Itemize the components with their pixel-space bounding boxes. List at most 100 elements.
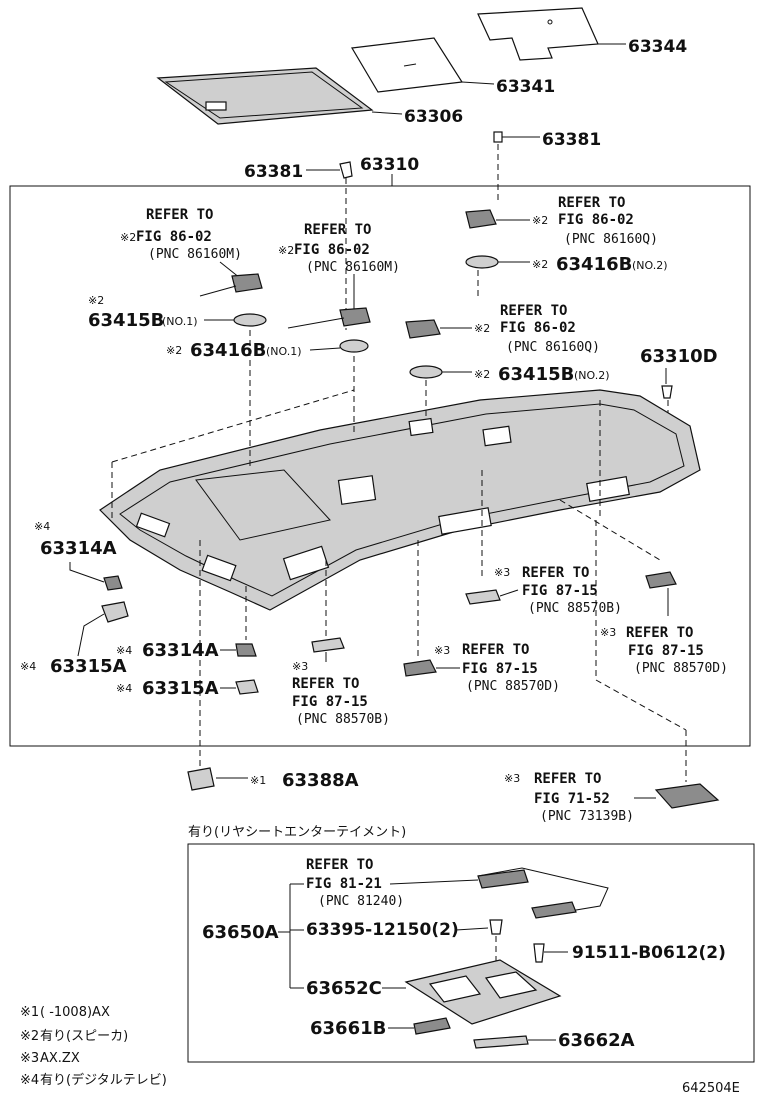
ref-g-mark: ※3 (434, 644, 450, 657)
ref-a-mark: ※2 (120, 231, 136, 244)
rse-heading: 有り(リヤシートエンターテイメント) (188, 825, 406, 840)
ref-b-line1: REFER TO (304, 222, 371, 238)
lamp-unit-e (465, 589, 501, 605)
ref-h-fig: FIG 87-15 (292, 694, 368, 710)
hook-63315a-mid (235, 679, 259, 695)
ref-d-line1: REFER TO (500, 303, 567, 319)
p63415b-no2-pn: 63415B (498, 364, 574, 385)
speaker-unit-b (339, 307, 371, 327)
label-63395: 63395-12150(2) (306, 920, 459, 940)
screw-91511 (533, 943, 545, 963)
p63415b-no2-mark: ※2 (474, 368, 490, 381)
ref-f-pnc: (PNC 88570D) (634, 661, 728, 676)
p63315a-left-pn: 63315A (50, 656, 127, 677)
hook-cover-63314a-mid (235, 643, 257, 657)
ref-h-line1: REFER TO (292, 676, 359, 692)
lamp-unit-f (645, 571, 677, 589)
tray-63652c (404, 959, 562, 1025)
note-4-mark: ※4 (20, 1073, 39, 1088)
rse-frame (187, 843, 755, 1063)
ref-e-pnc: (PNC 88570B) (528, 601, 622, 616)
speaker-grille-63416b-no1 (339, 339, 369, 353)
ref-f-line1: REFER TO (626, 625, 693, 641)
p63416b-no1-qual: (NO.1) (266, 345, 302, 358)
part-63306-shape (156, 67, 374, 125)
label-63662a: 63662A (558, 1030, 635, 1051)
p63388a-mark: ※1 (250, 774, 266, 787)
part-63344-shape (477, 7, 599, 61)
ref-f-fig: FIG 87-15 (628, 643, 704, 659)
ref-a-pnc: (PNC 86160M) (148, 247, 242, 262)
ref-a-line1: REFER TO (146, 207, 213, 223)
p63388a-pn: 63388A (282, 770, 359, 791)
p63315a-left-mark: ※4 (20, 660, 36, 673)
note-1-text: ( -1008)AX (40, 1005, 110, 1020)
note-1-mark: ※1 (20, 1005, 39, 1020)
lamp-unit-g (403, 659, 437, 677)
p63416b-no2-mark: ※2 (532, 258, 548, 271)
ref-i-pnc: (PNC 73139B) (540, 809, 634, 824)
speaker-unit-a (231, 273, 263, 293)
p63415b-no1-pn: 63415B (88, 310, 164, 331)
ref-i-fig: FIG 71-52 (534, 791, 610, 807)
p63314a-left-mark: ※4 (34, 520, 50, 533)
p63415b-no2-qual: (NO.2) (574, 369, 610, 382)
label-63652c: 63652C (306, 978, 382, 999)
p63315a-mid-mark: ※4 (116, 682, 132, 695)
label-91511: 91511-B0612(2) (572, 943, 726, 963)
bolt-63395 (489, 919, 503, 935)
lens-63662a (473, 1035, 529, 1049)
ref-g-line1: REFER TO (462, 642, 529, 658)
p63415b-no1-mark: ※2 (88, 294, 104, 307)
rse-ref-pnc: (PNC 81240) (318, 894, 404, 909)
note-4-text: 有り(デジタルテレビ) (40, 1072, 167, 1088)
ref-d-mark: ※2 (474, 322, 490, 335)
note-2-mark: ※2 (20, 1029, 39, 1044)
ref-c-mark: ※2 (532, 214, 548, 227)
rse-ref-fig: FIG 81-21 (306, 876, 382, 892)
note-3-mark: ※3 (20, 1051, 39, 1066)
label-63650a: 63650A (202, 922, 279, 943)
speaker-grille-63415b-no1 (233, 313, 267, 327)
p63416b-no1-pn: 63416B (190, 340, 266, 361)
rse-connector (477, 869, 529, 889)
diagram-code: 642504E (682, 1081, 740, 1096)
ref-b-mark: ※2 (278, 244, 294, 257)
ref-e-fig: FIG 87-15 (522, 583, 598, 599)
speaker-grille-63416b-no2 (465, 255, 499, 269)
lens-63661b (413, 1017, 451, 1035)
rse-bracket-wire (477, 867, 609, 917)
ref-b-pnc: (PNC 86160M) (306, 260, 400, 275)
ref-h-pnc: (PNC 88570B) (296, 712, 390, 727)
ref-d-pnc: (PNC 86160Q) (506, 340, 600, 355)
headliner-63310-shape (99, 389, 701, 611)
label-63341: 63341 (496, 77, 555, 97)
p63314a-mid-mark: ※4 (116, 644, 132, 657)
speaker-grille-63415b-no2 (409, 365, 443, 379)
monitor-unit-i (654, 783, 720, 809)
ref-c-pnc: (PNC 86160Q) (564, 232, 658, 247)
note-3-text: AX.ZX (40, 1051, 80, 1066)
rse-ref-line1: REFER TO (306, 857, 373, 873)
p63314a-left-pn: 63314A (40, 538, 117, 559)
speaker-unit-c (465, 209, 497, 229)
ref-e-mark: ※3 (494, 566, 510, 579)
ref-f-mark: ※3 (600, 626, 616, 639)
note-2-text: 有り(スピーカ) (40, 1029, 128, 1044)
label-63661b: 63661B (310, 1018, 386, 1039)
clip-63388a (187, 767, 215, 791)
ref-e-line1: REFER TO (522, 565, 589, 581)
main-frame (9, 185, 751, 747)
p63416b-no2-qual: (NO.2) (632, 259, 668, 272)
speaker-unit-d (405, 319, 441, 339)
ref-c-line1: REFER TO (558, 195, 625, 211)
ref-h-mark: ※3 (292, 660, 308, 673)
label-63306: 63306 (404, 107, 463, 127)
label-63344: 63344 (628, 37, 687, 57)
hook-cover-63314a-left (103, 575, 123, 591)
p63416b-no1-mark: ※2 (166, 344, 182, 357)
label-63381-left: 63381 (244, 162, 303, 182)
ref-a-fig: FIG 86-02 (136, 229, 212, 245)
ref-g-fig: FIG 87-15 (462, 661, 538, 677)
